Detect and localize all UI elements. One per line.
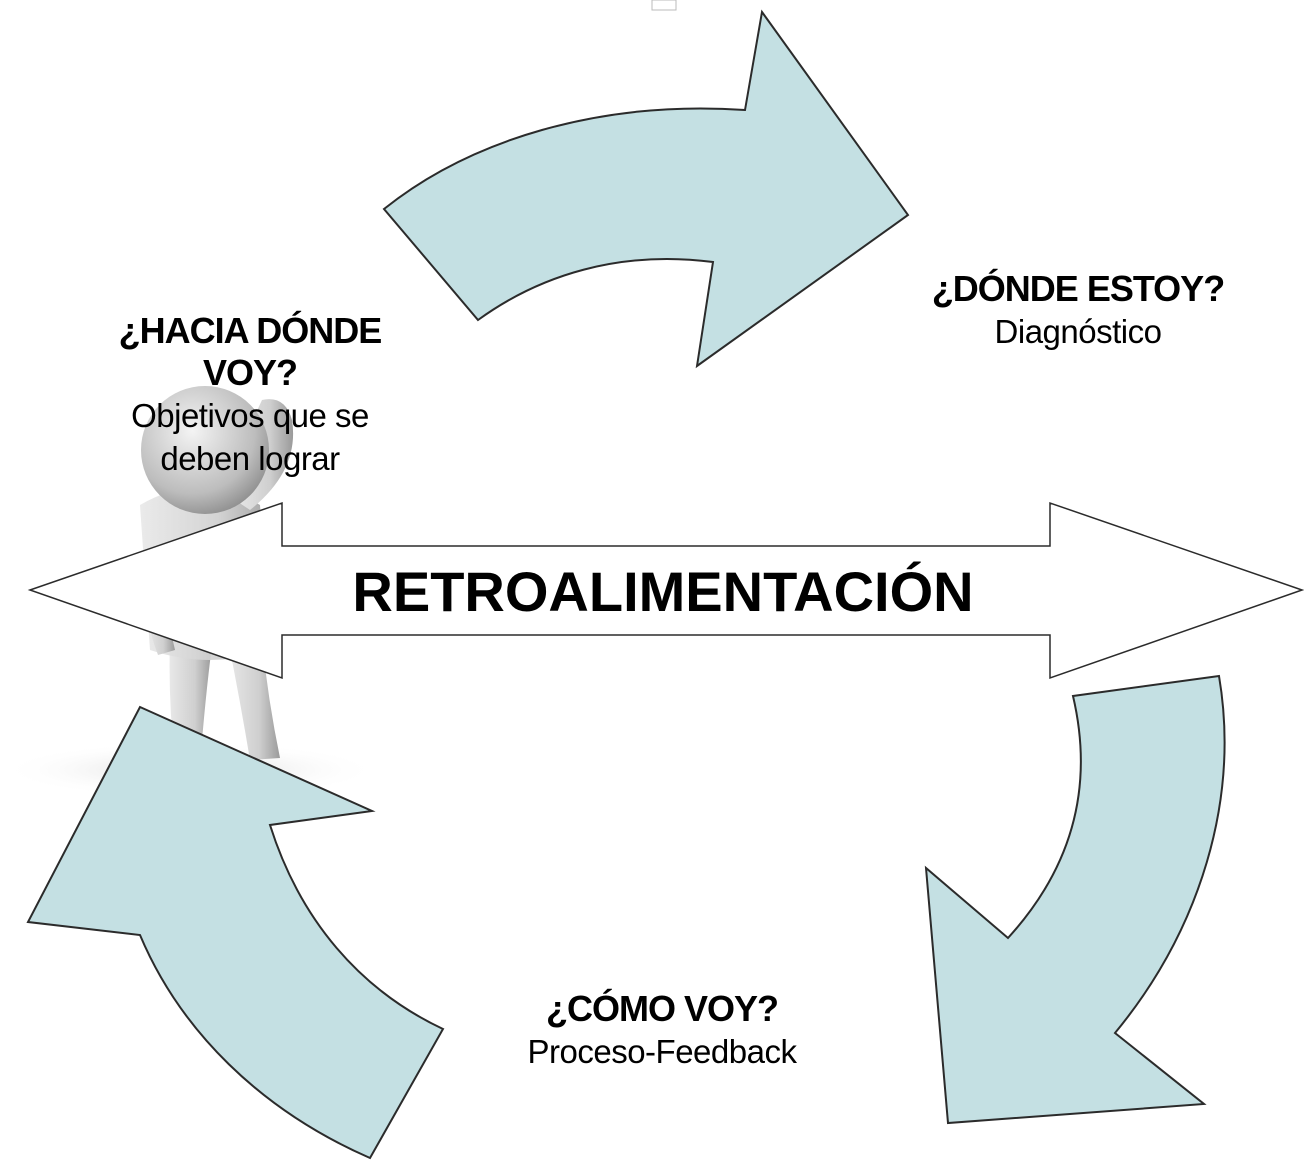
cycle-arrow-left — [26, 705, 445, 1160]
cycle-arrow-top — [382, 9, 910, 369]
node-hacia-desc-line1: Objetivos que se — [131, 397, 369, 434]
node-como-desc: Proceso-Feedback — [527, 1033, 797, 1070]
node-hacia-question-line2: VOY? — [202, 352, 298, 393]
node-como-voy: ¿CÓMO VOY? Proceso-Feedback — [462, 988, 862, 1073]
node-donde-question: ¿DÓNDE ESTOY? — [931, 268, 1225, 309]
double-headed-arrow — [27, 501, 1304, 680]
node-donde-estoy: ¿DÓNDE ESTOY? Diagnóstico — [878, 268, 1278, 353]
node-hacia-question-line1: ¿HACIA DÓNDE — [118, 310, 383, 351]
node-como-question: ¿CÓMO VOY? — [546, 988, 779, 1029]
node-donde-desc: Diagnóstico — [994, 313, 1162, 350]
node-hacia-desc-line2: deben lograr — [160, 440, 340, 477]
center-title: RETROALIMENTACIÓN — [352, 560, 974, 623]
top-marker — [651, 0, 677, 11]
cycle-arrow-right — [924, 674, 1226, 1125]
node-hacia-donde-voy: ¿HACIA DÓNDE VOY? Objetivos que se deben… — [70, 310, 430, 480]
